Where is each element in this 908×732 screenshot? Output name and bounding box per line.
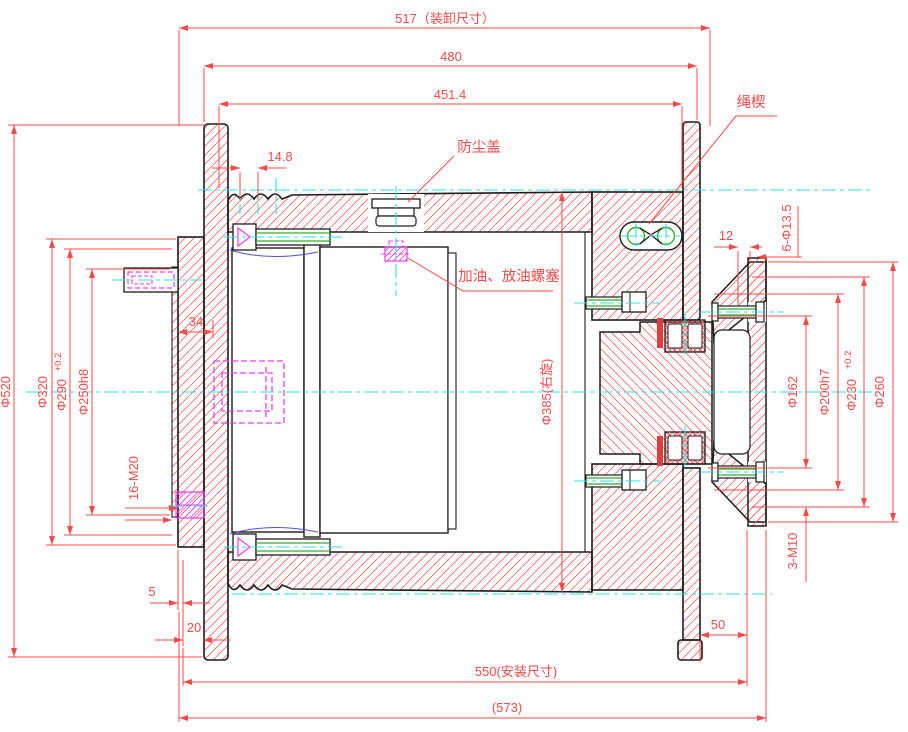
dim-bolt-holes-right: 6-Φ13.5 — [779, 204, 794, 251]
dim-flange-span: 480 — [440, 49, 462, 64]
dim-foot-offset: 50 — [711, 617, 725, 632]
dim-hub-od: Φ320 — [35, 376, 50, 408]
dim-seat: Φ200h7 — [817, 369, 832, 416]
dim-bolt-circle-tol: +0.2 — [843, 351, 854, 370]
dim-overall-handling: 517（装卸尺寸） — [395, 11, 495, 26]
label-dust-cover: 防尘盖 — [457, 139, 501, 156]
dim-mounting-span: 550(安装尺寸) — [475, 664, 557, 679]
seal-bottom — [657, 436, 663, 466]
chamfer-curves — [229, 249, 319, 535]
dim-drum-groove-dia: Φ385(右旋) — [539, 359, 554, 426]
dim-bore: Φ162 — [785, 376, 800, 408]
dimensions — [8, 25, 898, 722]
drum-shell-section — [227, 191, 684, 593]
dim-rim-width: 20 — [187, 620, 201, 635]
dim-drum-length: 451.4 — [434, 87, 467, 102]
label-rope-wedge: 绳楔 — [737, 94, 766, 111]
dim-bolt-circle: Φ230 — [844, 379, 859, 411]
dim-studs-right: 3-M10 — [785, 533, 800, 570]
m20-bolt-section — [175, 491, 205, 519]
dust-cover-leader — [407, 155, 455, 203]
dimension-text: 517（装卸尺寸） 480 451.4 14.8 Φ520 Φ320 Φ290 … — [0, 11, 887, 715]
dim-overall-length: (573) — [492, 700, 522, 715]
dim-hub-step: Φ290 — [54, 379, 69, 411]
dim-bolts-left: 16-M20 — [126, 456, 141, 500]
dim-groove-pitch: 14.8 — [267, 149, 292, 164]
dim-hub-step-tol: +0.2 — [53, 353, 64, 372]
support-hub-section — [599, 257, 767, 527]
seal-top — [657, 318, 663, 348]
drum-band-bottom — [227, 551, 593, 593]
dim-lip-width: 12 — [719, 228, 733, 243]
right-flange-section — [677, 121, 703, 661]
oil-plug-leader — [407, 257, 553, 292]
part-labels: 防尘盖 加油、放油螺塞 绳楔 — [457, 94, 765, 285]
dim-hub-offset: 34 — [189, 314, 203, 329]
dim-flange-right-od: Φ260 — [872, 376, 887, 408]
dim-flange-od: Φ520 — [0, 376, 13, 408]
gearbox-internals — [231, 242, 457, 538]
dim-spigot: Φ250h8 — [76, 369, 91, 416]
dim-face-gap: 5 — [148, 584, 155, 599]
rope-wedge-leader — [648, 115, 777, 225]
label-oil-plug: 加油、放油螺塞 — [458, 267, 560, 285]
